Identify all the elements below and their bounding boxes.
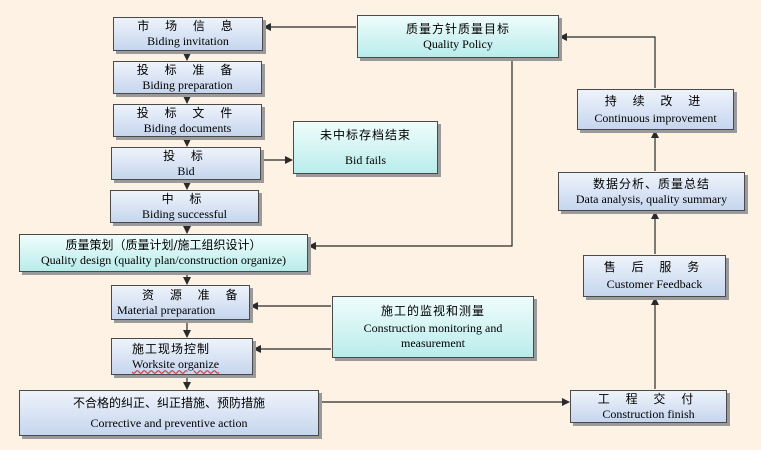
node-en-label: Biding successful <box>142 206 227 221</box>
node-construction-monitoring: 施工的监视和测量 Construction monitoring and mea… <box>332 296 534 358</box>
node-en-label: Continuous improvement <box>594 110 717 125</box>
node-data-analysis: 数据分析、质量总结 Data analysis, quality summary <box>558 172 745 211</box>
node-en-label: Corrective and preventive action <box>90 415 248 430</box>
node-en-label: Quality design (quality plan/constructio… <box>40 253 287 267</box>
node-worksite-organize: 施工现场控制 Worksite organize <box>111 338 253 375</box>
node-zh-label: 中 标 <box>161 191 208 206</box>
node-construction-finish: 工 程 交 付 Construction finish <box>570 390 727 423</box>
node-zh-label: 质量策划（质量计划/施工组织设计） <box>65 238 262 252</box>
node-corrective-action: 不合格的纠正、纠正措施、预防措施 Corrective and preventi… <box>19 390 319 436</box>
node-zh-label: 施工现场控制 <box>132 341 211 356</box>
node-material-preparation: 资 源 准 备 Material preparation <box>111 285 250 320</box>
node-zh-label: 数据分析、质量总结 <box>592 176 710 191</box>
node-en-label: Worksite organize <box>132 356 220 371</box>
node-en-label: Data analysis, quality summary <box>575 191 728 206</box>
node-en-label: Construction finish <box>602 406 695 421</box>
node-bid: 投 标 Bid <box>111 147 261 180</box>
node-zh-label: 工 程 交 付 <box>597 391 700 406</box>
node-en-label: Bid fails <box>345 152 386 167</box>
node-zh-label: 施工的监视和测量 <box>380 303 485 318</box>
node-en-label: Biding preparation <box>142 77 233 92</box>
node-en-label: Material preparation <box>117 302 216 317</box>
node-en-label: Quality Policy <box>423 36 493 51</box>
node-zh-label: 资 源 准 备 <box>142 287 244 302</box>
node-customer-feedback: 售 后 服 务 Customer Feedback <box>583 255 726 297</box>
node-biding-successful: 中 标 Biding successful <box>110 190 259 223</box>
arrow-policy-to-design <box>308 59 513 250</box>
node-zh-label: 未中标存档结束 <box>319 127 411 142</box>
node-bid-fails: 未中标存档结束 Bid fails <box>293 121 438 174</box>
node-en-label: Construction monitoring and measurement <box>363 320 503 350</box>
node-en-label: Bid <box>177 163 195 178</box>
node-en-label: Customer Feedback <box>606 277 703 291</box>
node-zh-label: 不合格的纠正、纠正措施、预防措施 <box>72 395 265 410</box>
node-en-label: Biding documents <box>143 120 232 135</box>
node-biding-documents: 投 标 文 件 Biding documents <box>113 104 262 137</box>
node-bidding-invitation: 市 场 信 息 Biding invitation <box>113 17 263 51</box>
node-en-label: Biding invitation <box>147 34 229 48</box>
node-zh-label: 市 场 信 息 <box>137 19 239 33</box>
node-quality-design: 质量策划（质量计划/施工组织设计） Quality design (qualit… <box>19 234 308 272</box>
node-zh-label: 质量方针质量目标 <box>405 21 510 36</box>
node-zh-label: 投 标 文 件 <box>136 105 239 120</box>
node-zh-label: 投 标 <box>163 148 209 163</box>
node-zh-label: 售 后 服 务 <box>603 260 706 274</box>
arrow-improvement-to-policy <box>559 33 656 88</box>
node-zh-label: 投 标 准 备 <box>136 62 239 77</box>
node-quality-policy: 质量方针质量目标 Quality Policy <box>357 15 559 58</box>
node-biding-preparation: 投 标 准 备 Biding preparation <box>113 61 262 94</box>
node-continuous-improvement: 持 续 改 进 Continuous improvement <box>577 89 734 130</box>
node-zh-label: 持 续 改 进 <box>604 93 707 108</box>
